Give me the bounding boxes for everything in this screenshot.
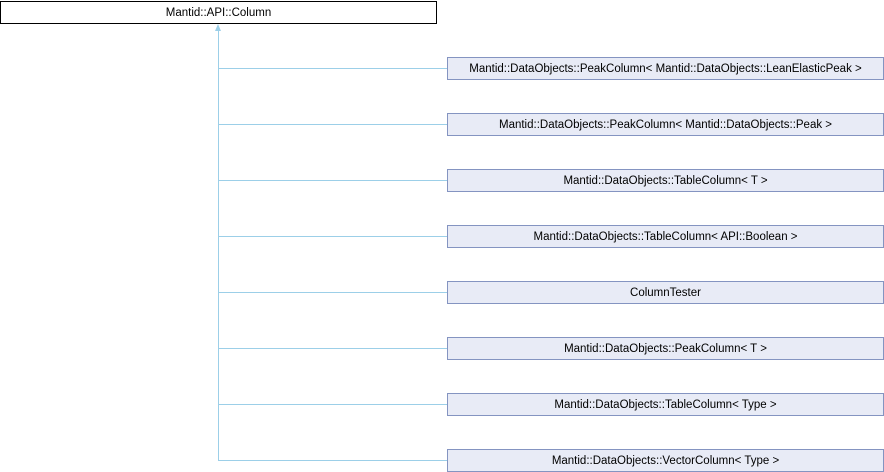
derived-class-node[interactable]: Mantid::DataObjects::PeakColumn< Mantid:… — [447, 57, 884, 80]
derived-class-label: Mantid::DataObjects::VectorColumn< Type … — [551, 454, 780, 467]
derived-class-node[interactable]: Mantid::DataObjects::PeakColumn< T > — [447, 337, 884, 360]
derived-class-node[interactable]: Mantid::DataObjects::PeakColumn< Mantid:… — [447, 113, 884, 136]
derived-class-label: Mantid::DataObjects::TableColumn< T > — [563, 174, 768, 187]
derived-class-node[interactable]: Mantid::DataObjects::TableColumn< Type > — [447, 393, 884, 416]
base-class-label: Mantid::API::Column — [165, 6, 272, 19]
derived-class-label: Mantid::DataObjects::TableColumn< API::B… — [533, 230, 798, 243]
derived-class-node[interactable]: Mantid::DataObjects::TableColumn< API::B… — [447, 225, 884, 248]
derived-class-label: Mantid::DataObjects::PeakColumn< T > — [564, 342, 767, 355]
derived-class-node[interactable]: ColumnTester — [447, 281, 884, 304]
derived-class-node[interactable]: Mantid::DataObjects::TableColumn< T > — [447, 169, 884, 192]
derived-class-label: Mantid::DataObjects::PeakColumn< Mantid:… — [498, 118, 833, 131]
base-class-node[interactable]: Mantid::API::Column — [0, 1, 437, 24]
derived-class-label: ColumnTester — [630, 286, 701, 299]
derived-class-node[interactable]: Mantid::DataObjects::VectorColumn< Type … — [447, 449, 884, 472]
derived-class-label: Mantid::DataObjects::TableColumn< Type > — [554, 398, 777, 411]
inheritance-arrowhead — [215, 24, 221, 31]
derived-class-label: Mantid::DataObjects::PeakColumn< Mantid:… — [469, 62, 862, 75]
